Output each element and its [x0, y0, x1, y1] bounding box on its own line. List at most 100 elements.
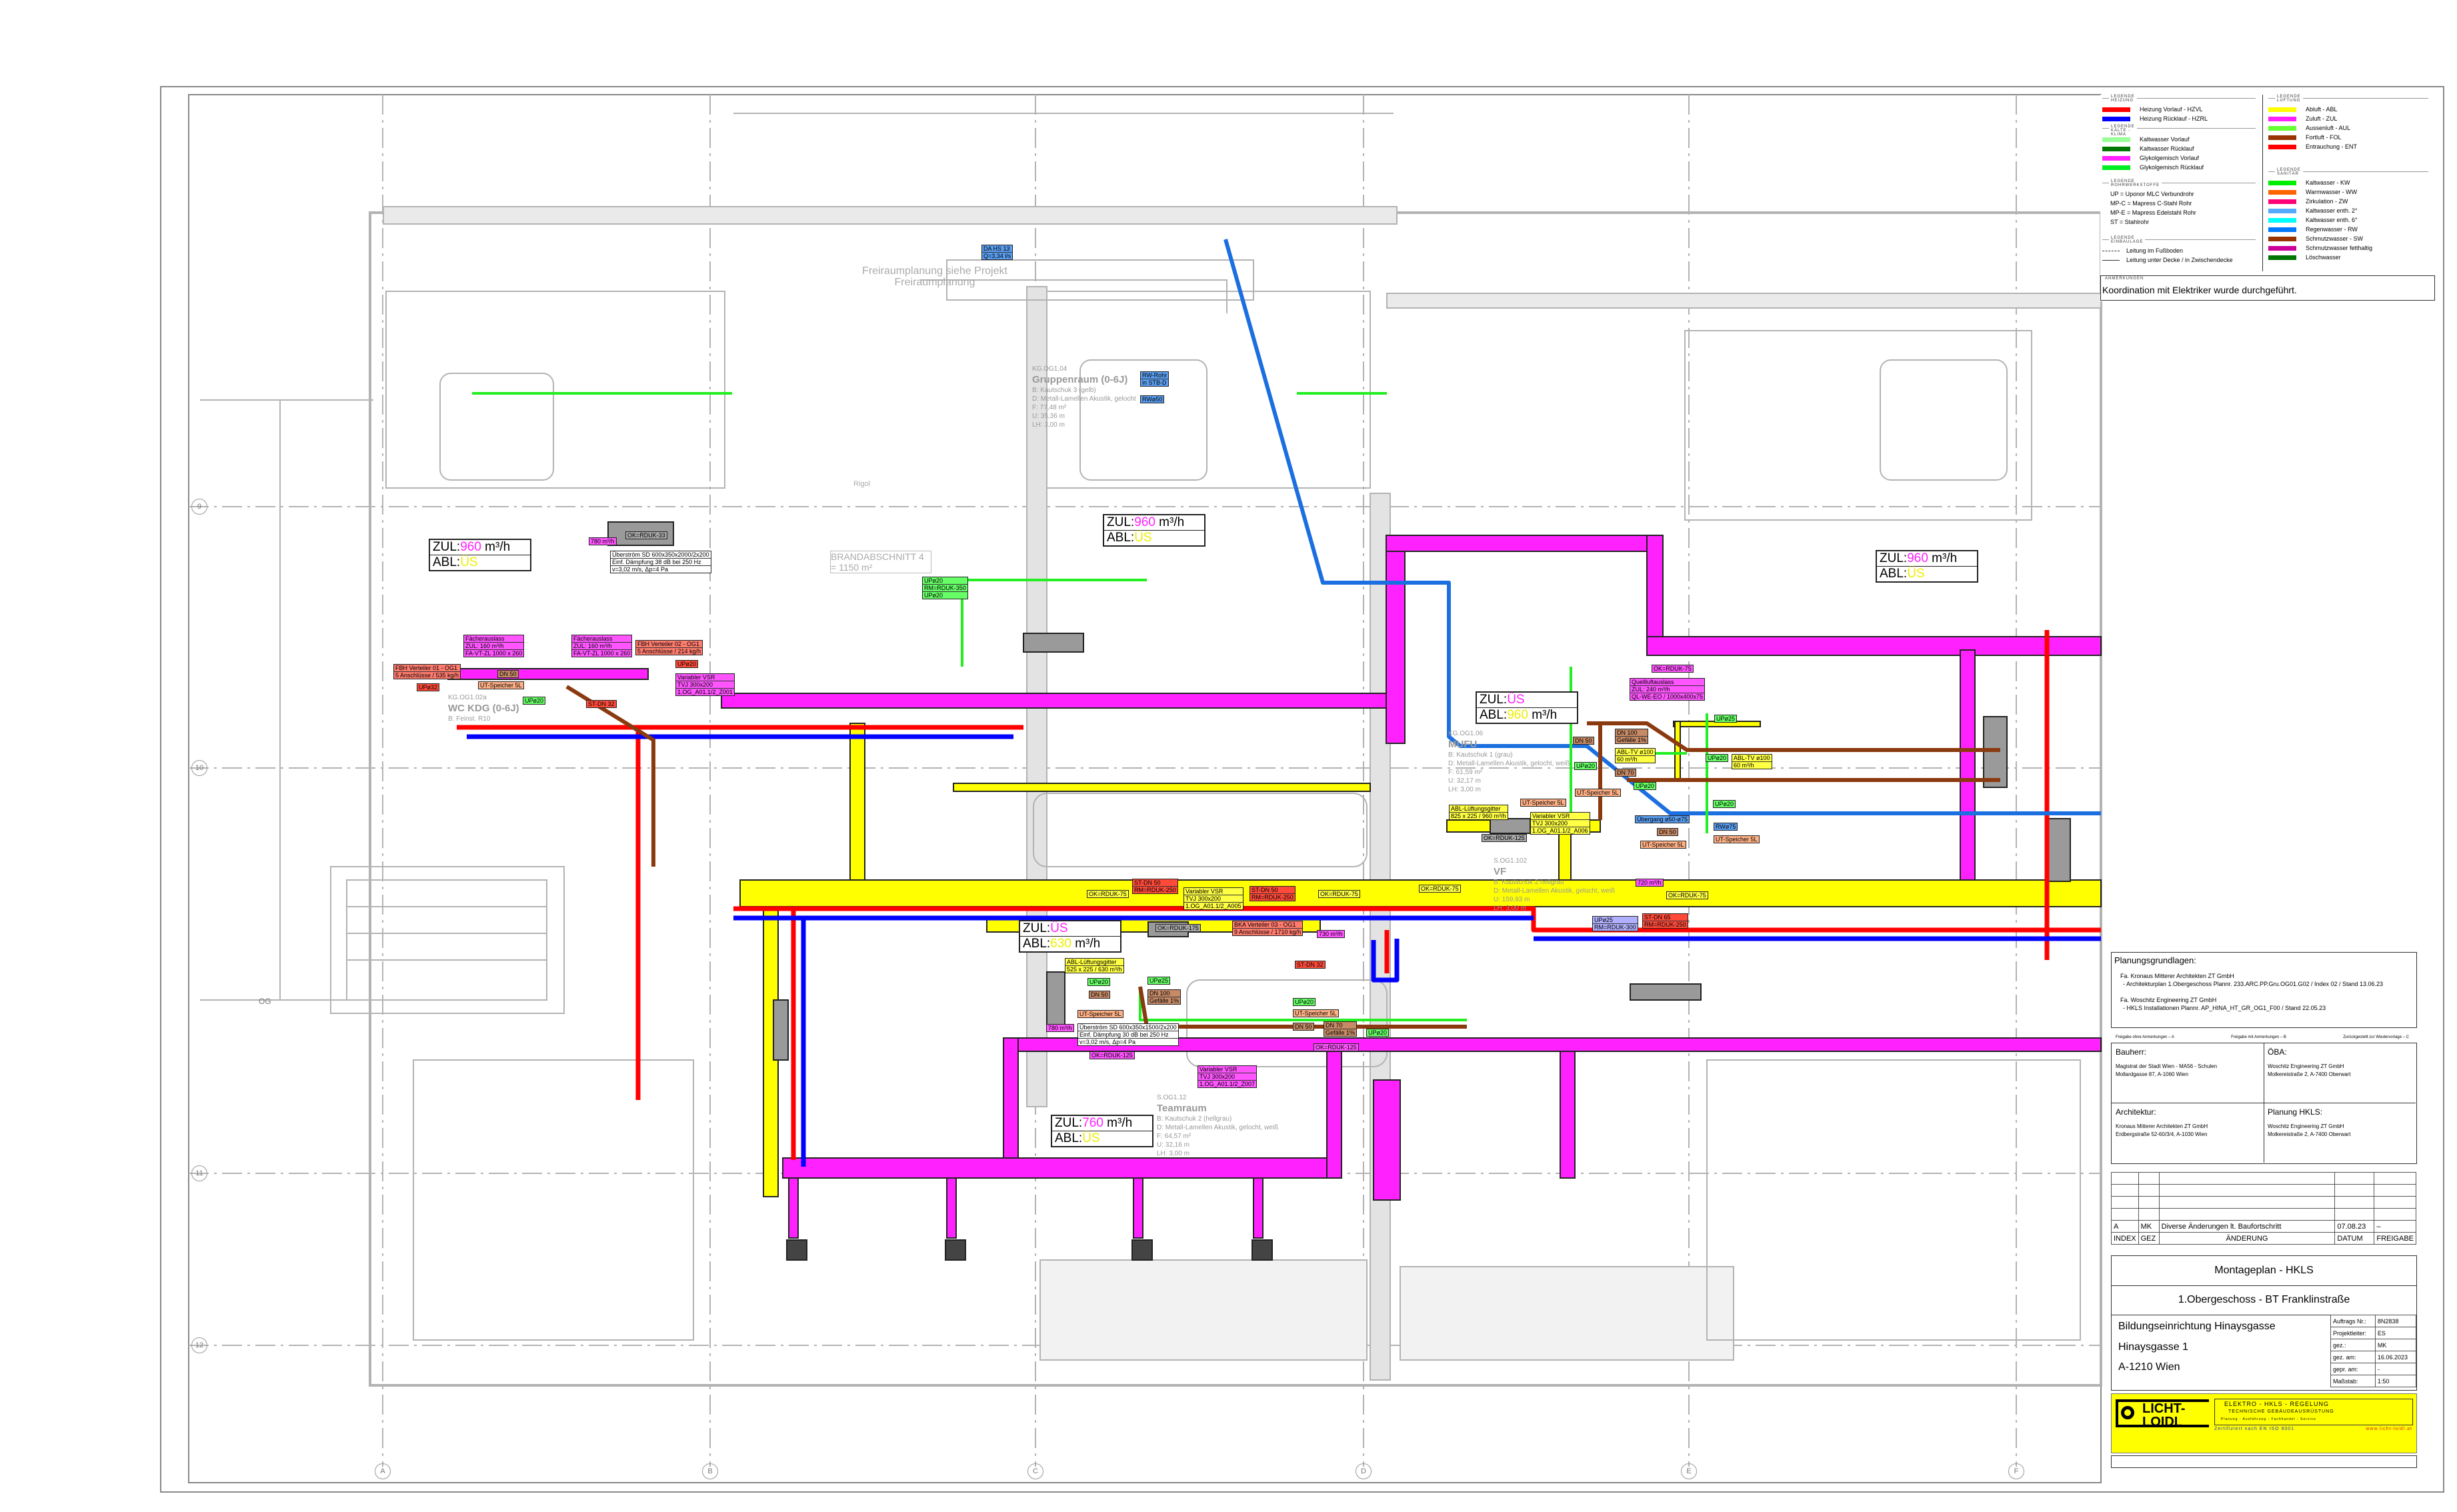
company-web[interactable]: www.licht-loidl.at	[2366, 1427, 2412, 1431]
legend-item: Kaltwasser enth. 2°	[2268, 207, 2358, 215]
tag-line: ABL-TV ø100	[1616, 749, 1655, 756]
zul-stack-right	[1373, 1079, 1401, 1201]
party-cell: Planung HKLS:Woschitz Engineering ZT Gmb…	[2264, 1103, 2416, 1163]
equipment-tag: 780 m³/h	[589, 537, 617, 545]
legend-section-rule	[2102, 98, 2256, 99]
zul-value: 960	[1134, 515, 1155, 529]
tag-line: FA-VT-ZL 1000 x 260	[573, 650, 631, 657]
equipment-tag: DN 50	[497, 670, 519, 678]
legend-label: MP-E = Mapress Edelstahl Rohr	[2110, 209, 2196, 216]
rw-pipe	[1223, 239, 2101, 815]
legend-swatch	[2268, 189, 2296, 195]
freiraum-note-line2: Freiraumplanung	[894, 277, 975, 288]
logo-circle-icon	[2121, 1406, 2134, 1419]
info-key: Auftrags Nr.:	[2330, 1315, 2376, 1327]
equipment-tag: UPø25	[1714, 715, 1738, 723]
company-cert: Zertifiziert nach EN ISO 9001	[2214, 1427, 2295, 1431]
tag-line: FBH Verteiler 02 - OG1	[636, 641, 703, 648]
legend-item: Warmwasser - WW	[2268, 188, 2357, 196]
tag-line: UPø20	[1089, 979, 1109, 985]
zul-riser	[1386, 543, 1406, 744]
tag-line: DN 70	[1324, 1022, 1357, 1029]
airflow-abl-row: ABL:ÜS	[1104, 531, 1204, 545]
abl-label: ABL:	[1880, 567, 1908, 581]
airflow-abl-row: ABL:ÜS	[430, 555, 530, 570]
tag-line: RM=RDUK-300	[1594, 924, 1636, 931]
tag-line: ABL-Lüftungsgitter	[1450, 805, 1508, 813]
airflow-abl-row: ABL:ÜS	[1877, 567, 1977, 581]
tag-line: UT-Speicher 5L	[480, 682, 522, 689]
tag-line: UPø20	[1576, 763, 1596, 769]
tag-line: OK=RDUK-125	[1091, 1052, 1133, 1059]
zul-duct-top	[1386, 535, 1662, 552]
rigol-label: Rigol	[853, 480, 871, 488]
level-marker: OG	[259, 997, 271, 1006]
tag-line: OK=RDUK-125	[1484, 835, 1525, 841]
planning-basis-title: Planungsgrundlagen:	[2114, 955, 2196, 965]
title-block: Montageplan - HKLS 1.Obergeschoss - BT F…	[2111, 1255, 2417, 1391]
planning-basis-box: Planungsgrundlagen: Fa. Kronaus Mitterer…	[2111, 952, 2417, 1028]
tag-line: RM=RDUK-350	[923, 585, 967, 592]
legend-swatch	[2268, 255, 2296, 260]
tag-line: 720 m³/h	[1638, 879, 1662, 886]
legend-heading: LEGENDE HEIZUNG	[2109, 95, 2137, 103]
equipment-tag: DN 50	[1089, 991, 1110, 999]
tag-line: ZUL: 240 m³/h	[1630, 686, 1705, 693]
equipment-tag: ST-DN 32	[586, 700, 617, 708]
revision-row: A MK Diverse Änderungen lt. Baufortschri…	[2111, 1220, 2416, 1233]
company-line2: TECHNISCHE GEBÄUDEAUSRÜSTUNG	[2228, 1409, 2334, 1414]
equipment-tag: UPø32	[417, 683, 440, 691]
tag-line: 60 m³/h	[1734, 762, 1754, 769]
tag-line: UPø20	[1636, 783, 1655, 789]
airflow-zul-row: ZUL:960 m³/h	[430, 540, 530, 555]
equipment-tag: OK=RDUK-75	[1419, 885, 1461, 893]
legend-item: Heizung Rücklauf - HZRL	[2102, 115, 2208, 123]
tag-line: 1.OG_A01.1/2_Z001	[677, 689, 733, 695]
rev-gez: MK	[2138, 1220, 2160, 1233]
grid-row-label: 11	[191, 1165, 207, 1181]
tag-line: DN 50	[1659, 829, 1676, 835]
abl-value: ÜS	[1134, 531, 1152, 545]
freiraum-note: Freiraumplanung siehe Projekt Freiraumpl…	[858, 265, 1011, 288]
rev-header-date: DATUM	[2334, 1232, 2375, 1245]
legend-label: ST = Stahlrohr	[2110, 219, 2150, 225]
equipment-tag: UPø20	[1366, 1029, 1390, 1037]
legend-item: Leitung unter Decke / in Zwischendecke	[2102, 256, 2233, 264]
equipment-tag: UPø20	[1087, 978, 1111, 986]
room-id: KG.OG1.04	[1032, 365, 1067, 373]
room-id: KG.OG1.06	[1448, 730, 1484, 737]
legend-item: Entrauchung - ENT	[2268, 143, 2357, 151]
tag-line: ST-DN 32	[1297, 961, 1324, 968]
legend-label: Abluft - ABL	[2306, 106, 2338, 113]
legend-item: UP = Uponor MLC Verbundrohr	[2102, 190, 2194, 198]
legend-swatch	[2268, 180, 2296, 185]
room-info: F: 77,48 m²	[1032, 404, 1067, 411]
approval-a: Freigabe ohne Anmerkungen – A	[2116, 1035, 2174, 1039]
tag-line: UT-Speicher 5L	[1716, 836, 1758, 843]
room-info: D: Metall-Lamellen Akustik, gelocht, wei…	[1157, 1124, 1279, 1131]
tag-line: OK=RDUK-175	[1157, 925, 1199, 931]
zul-drop-3	[1133, 1177, 1143, 1239]
tag-line: OK=RDUK-75	[1421, 885, 1459, 892]
equipment-tag: UT-Speicher 5L	[1714, 835, 1760, 843]
legend-label: Aussenluft - AUL	[2306, 125, 2351, 131]
party-line: Molkereistraße 2, A-7400 Oberwart	[2268, 1131, 2351, 1137]
tag-line: RWø50	[1142, 396, 1163, 403]
legend-swatch	[2102, 107, 2130, 112]
tag-line: UT-Speicher 5L	[1295, 1010, 1337, 1017]
tag-line: Einf. Dämpfung 30 dB bei 250 Hz	[1078, 1031, 1178, 1039]
abl-value: 630	[1050, 937, 1071, 951]
equipment-tag: OK=RDUK-75	[1666, 891, 1708, 899]
tag-line: Einf. Dämpfung 38 dB bei 250 Hz	[611, 559, 711, 566]
zul-unit: m³/h	[1159, 515, 1185, 529]
legend-label: Fortluft - FOL	[2306, 134, 2342, 141]
legend-swatch	[2268, 208, 2296, 213]
